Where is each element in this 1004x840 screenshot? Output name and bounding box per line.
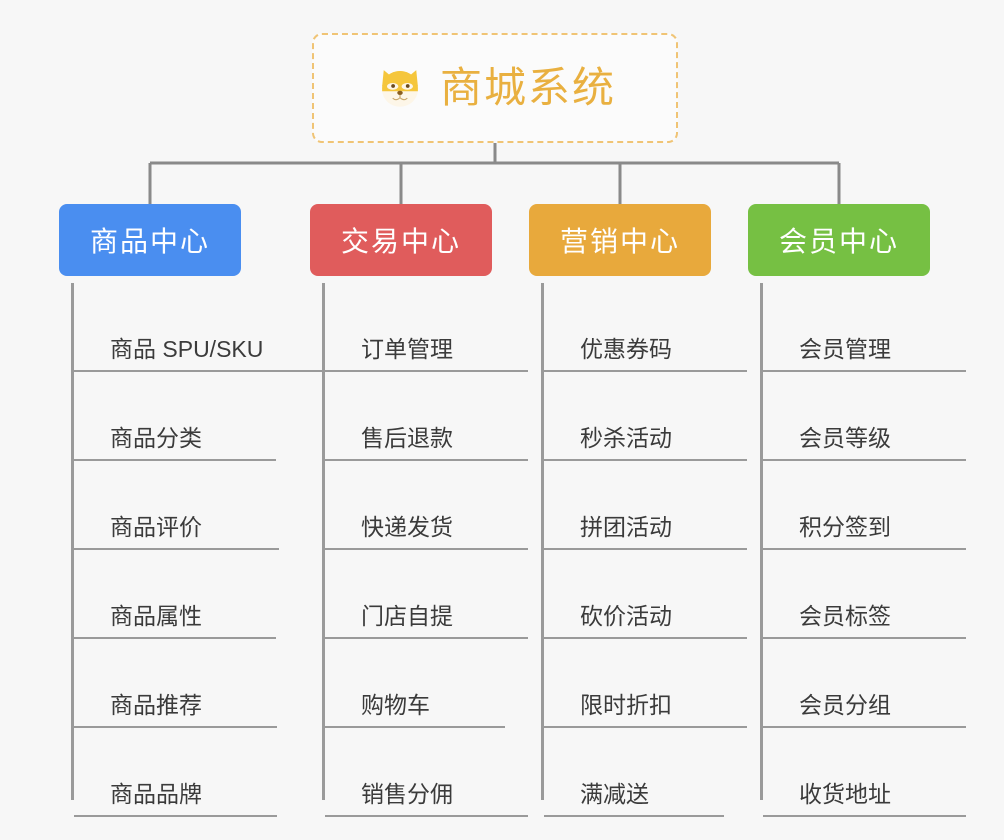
list-item-label: 会员分组 (763, 691, 966, 728)
list-item-label: 砍价活动 (544, 602, 747, 639)
list-item-label: 秒杀活动 (544, 424, 747, 461)
list-item[interactable]: 秒杀活动 (544, 372, 747, 461)
list-item-label: 门店自提 (325, 602, 528, 639)
list-item[interactable]: 购物车 (325, 639, 505, 728)
list-item-label: 会员管理 (763, 335, 966, 372)
list-item[interactable]: 优惠券码 (544, 283, 747, 372)
list-item[interactable]: 销售分佣 (325, 728, 528, 817)
list-item[interactable]: 商品 SPU/SKU (74, 283, 329, 372)
list-item[interactable]: 满减送 (544, 728, 724, 817)
list-item[interactable]: 快递发货 (325, 461, 528, 550)
list-item-label: 销售分佣 (325, 780, 528, 817)
list-item-label: 商品品牌 (74, 780, 277, 817)
list-item-label: 收货地址 (763, 780, 966, 817)
list-item[interactable]: 积分签到 (763, 461, 966, 550)
list-item[interactable]: 商品分类 (74, 372, 276, 461)
category-box-商品中心[interactable]: 商品中心 (59, 204, 241, 276)
list-item-label: 购物车 (325, 691, 505, 728)
list-item[interactable]: 收货地址 (763, 728, 966, 817)
list-item[interactable]: 商品品牌 (74, 728, 277, 817)
category-label: 商品中心 (89, 226, 210, 257)
list-item-label: 限时折扣 (544, 691, 747, 728)
category-box-营销中心[interactable]: 营销中心 (529, 204, 711, 276)
list-item-label: 商品评价 (74, 513, 279, 550)
branch-spine (760, 283, 763, 800)
category-label: 营销中心 (559, 226, 680, 257)
root-node[interactable]: 商城系统 (312, 33, 678, 143)
list-item-label: 商品推荐 (74, 691, 277, 728)
list-item-label: 商品分类 (74, 424, 276, 461)
category-label: 会员中心 (778, 226, 899, 257)
list-item[interactable]: 限时折扣 (544, 639, 747, 728)
shiba-dog-face-icon (374, 62, 426, 114)
list-item[interactable]: 商品属性 (74, 550, 276, 639)
list-item-label: 积分签到 (763, 513, 966, 550)
list-item[interactable]: 会员等级 (763, 372, 966, 461)
category-box-交易中心[interactable]: 交易中心 (310, 204, 492, 276)
list-item[interactable]: 订单管理 (325, 283, 528, 372)
root-title: 商城系统 (439, 64, 616, 111)
list-item[interactable]: 商品评价 (74, 461, 279, 550)
list-item[interactable]: 会员标签 (763, 550, 966, 639)
list-item-label: 会员标签 (763, 602, 966, 639)
list-item-label: 满减送 (544, 780, 724, 817)
category-label: 交易中心 (340, 226, 461, 257)
branch-spine (71, 283, 74, 800)
list-item-label: 售后退款 (325, 424, 528, 461)
list-item-label: 商品属性 (74, 602, 276, 639)
list-item[interactable]: 拼团活动 (544, 461, 747, 550)
list-item[interactable]: 会员分组 (763, 639, 966, 728)
list-item-label: 订单管理 (325, 335, 528, 372)
list-item-label: 优惠券码 (544, 335, 747, 372)
list-item[interactable]: 门店自提 (325, 550, 528, 639)
list-item[interactable]: 砍价活动 (544, 550, 747, 639)
list-item-label: 商品 SPU/SKU (74, 335, 329, 372)
branch-spine (541, 283, 544, 800)
list-item[interactable]: 售后退款 (325, 372, 528, 461)
branch-spine (322, 283, 325, 800)
list-item-label: 拼团活动 (544, 513, 747, 550)
list-item[interactable]: 商品推荐 (74, 639, 277, 728)
category-box-会员中心[interactable]: 会员中心 (748, 204, 930, 276)
list-item-label: 快递发货 (325, 513, 528, 550)
list-item-label: 会员等级 (763, 424, 966, 461)
list-item[interactable]: 会员管理 (763, 283, 966, 372)
